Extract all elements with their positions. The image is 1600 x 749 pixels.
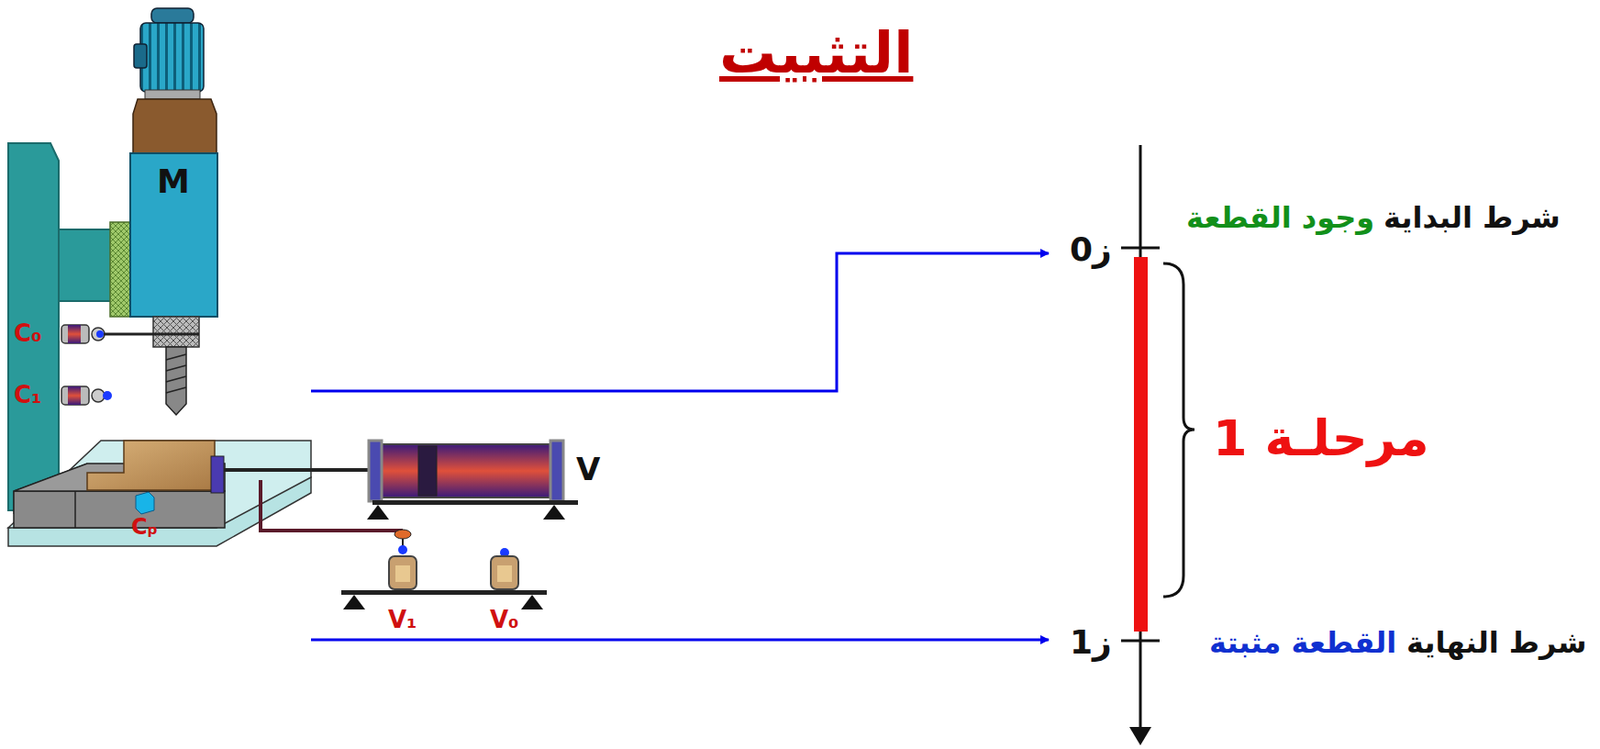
condition-label: شرط البداية xyxy=(1383,200,1561,235)
condition-value: القطعة مثبتة xyxy=(1209,625,1397,660)
valve-label: V₁ xyxy=(388,606,418,634)
cylinder-label: V xyxy=(576,451,600,488)
sensor-label: C₀ xyxy=(13,320,42,348)
step-label: ز0 xyxy=(1069,230,1112,268)
valve-label: V₀ xyxy=(489,606,520,634)
phase-label: مرحلـة 1 xyxy=(1212,410,1430,467)
step-label: ز1 xyxy=(1069,622,1112,661)
sensor-label: Cₚ xyxy=(131,514,158,541)
condition-value: وجود القطعة xyxy=(1186,200,1375,235)
title: التثبيت xyxy=(719,20,913,86)
sensor-label: C₁ xyxy=(13,381,42,410)
condition-label: شرط النهاية xyxy=(1406,625,1587,660)
motor-label: M xyxy=(156,162,190,200)
